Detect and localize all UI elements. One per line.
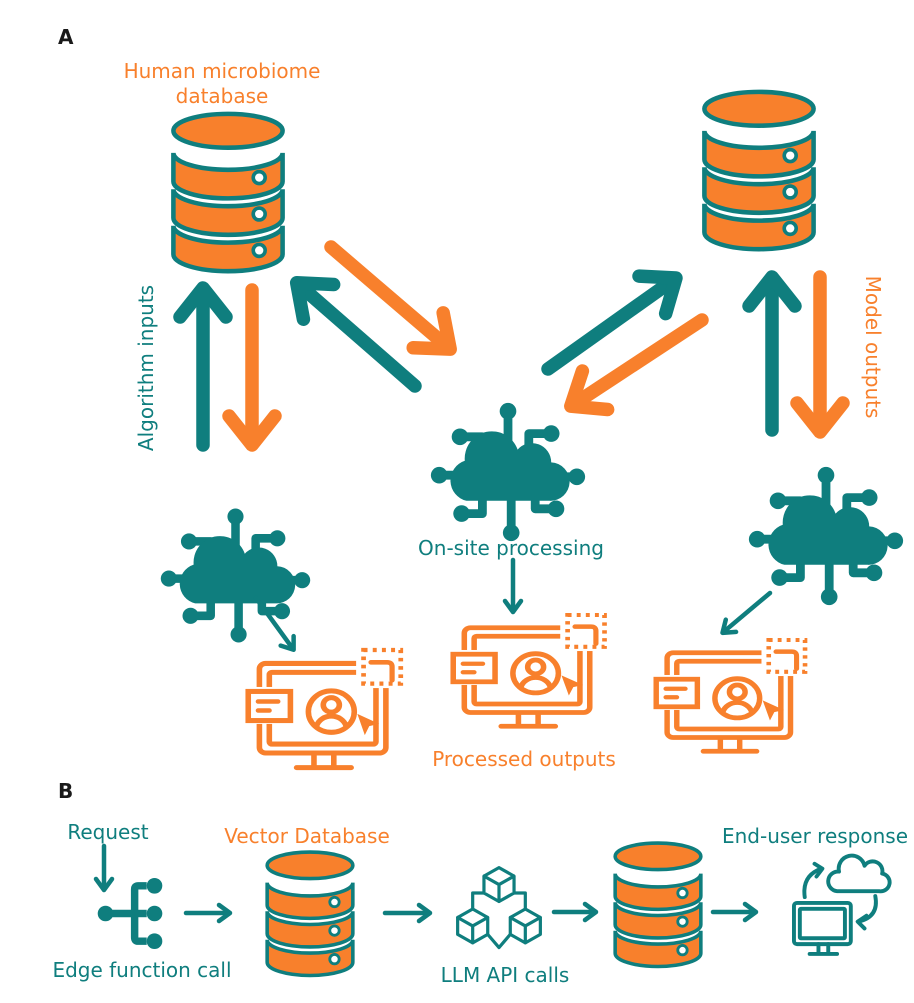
cloud-to-monitor-arrow-left [253, 595, 296, 653]
human-microbiome-database-icon [173, 114, 282, 271]
llm-api-cubes-icon [456, 866, 542, 950]
vector-database-label: Vector Database [224, 824, 390, 848]
cloud-to-database-up-arrow-right [742, 270, 802, 437]
flow-arrow-1 [183, 902, 233, 924]
user-monitor-icon-left [243, 647, 408, 768]
request-label: Request [67, 820, 148, 844]
model-database-icon [704, 92, 813, 249]
cloud-processing-icon-right [749, 467, 903, 605]
cloud-to-database-diagonal-arrow-right [541, 269, 683, 376]
end-user-device-icon [792, 853, 892, 956]
end-user-response-label: End-user response [722, 824, 908, 848]
onsite-processing-cloud-icon [431, 403, 585, 541]
flow-arrow-4 [710, 901, 759, 923]
cloud-processing-icon-left [161, 509, 310, 643]
panel-b-label: B [58, 779, 73, 803]
panel-b: B Request Edge function call Vector Data… [52, 779, 908, 987]
human-microbiome-database-label-line1: Human microbiome [124, 59, 321, 83]
database-to-cloud-diagonal-arrow-right [564, 313, 709, 417]
panel-a-label: A [58, 25, 74, 49]
cloud-to-monitor-arrow-right [720, 590, 773, 636]
model-outputs-down-arrow [790, 270, 850, 439]
human-microbiome-database-label-line2: database [176, 84, 269, 108]
onsite-processing-label: On-site processing [418, 536, 604, 560]
user-monitor-icon-right [651, 637, 812, 751]
flow-arrow-3 [551, 901, 599, 923]
vector-database-icon [265, 850, 355, 978]
database-to-cloud-diagonal-arrow-left [324, 240, 457, 356]
algorithm-inputs-label: Algorithm inputs [134, 285, 158, 451]
edge-function-call-label: Edge function call [52, 958, 231, 982]
llm-api-calls-label: LLM API calls [441, 963, 570, 987]
model-outputs-label: Model outputs [861, 276, 885, 419]
flow-arrow-2 [382, 902, 433, 924]
database-to-cloud-down-arrow-left [222, 283, 282, 452]
panel-a: A Human microbiome database Algorithm [58, 25, 903, 771]
processed-outputs-label: Processed outputs [432, 747, 616, 771]
cloud-to-database-diagonal-arrow-left [289, 276, 422, 393]
user-monitor-icon-center [448, 612, 612, 726]
response-database-icon [613, 841, 703, 969]
algorithm-inputs-up-arrow [173, 281, 233, 452]
cloud-to-monitor-arrow-center [502, 557, 524, 615]
request-down-arrow [93, 843, 115, 893]
